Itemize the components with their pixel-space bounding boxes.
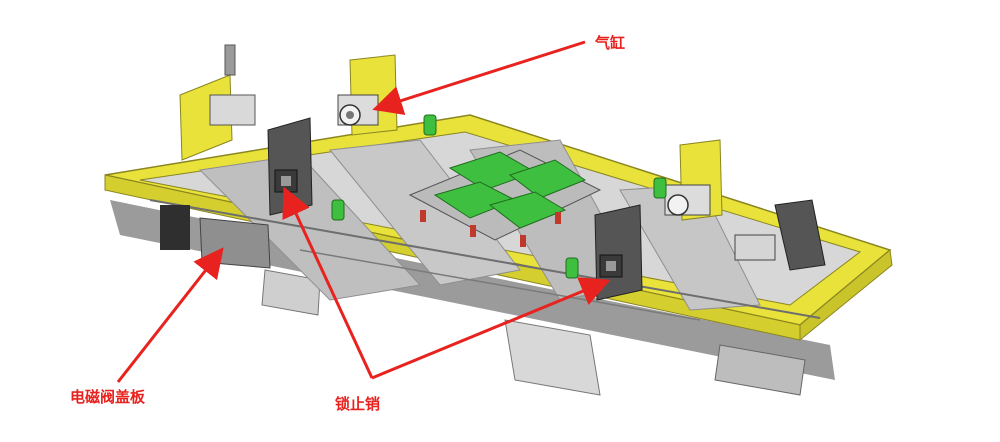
cylinder-right	[664, 184, 776, 261]
green-locator-pins	[331, 114, 667, 279]
arrow-cylinder	[372, 40, 586, 116]
arrow-lock-pin-left	[282, 186, 374, 379]
pcb-fixtures	[408, 149, 602, 247]
callout-cylinder: 气缸	[595, 34, 626, 52]
callout-arrows	[116, 40, 611, 383]
callout-lock-pin: 锁止销	[335, 395, 381, 413]
lock-pin-far-right	[774, 199, 826, 271]
arrow-lock-pin-right	[371, 277, 611, 380]
cylinder-rear	[337, 94, 379, 126]
callout-valve-cover: 电磁阀盖板	[70, 388, 146, 406]
lock-pin-right	[594, 204, 643, 301]
arrow-valve-cover	[116, 247, 224, 383]
